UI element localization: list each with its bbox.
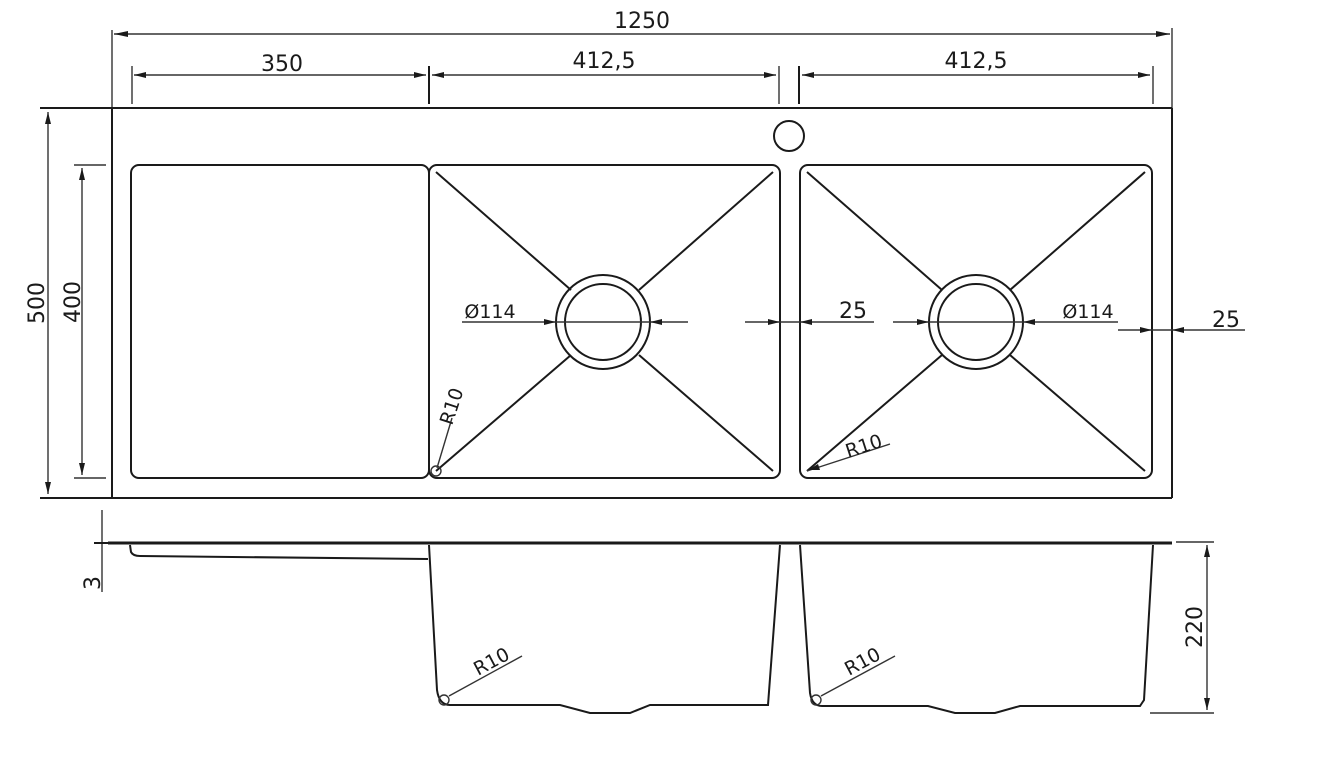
edge-margin-label: 25 <box>1212 308 1240 333</box>
bowl-gap-label: 25 <box>839 299 867 324</box>
top-view: Ø114 25 Ø114 25 R10 <box>40 107 1245 499</box>
right-drain-diameter-label: Ø114 <box>1062 301 1113 323</box>
left-bowl-width-dimension: 412,5 <box>432 49 780 104</box>
side-left-radius-label: R10 <box>470 643 513 680</box>
left-bowl-width-label: 412,5 <box>573 49 636 74</box>
drainboard-width-dimension: 350 <box>131 52 430 104</box>
overall-width-dimension: 1250 <box>111 9 1173 108</box>
drainboard <box>130 164 430 479</box>
bowl-depth-dimension: 400 <box>61 164 106 479</box>
right-bowl-width-label: 412,5 <box>945 49 1008 74</box>
side-right-corner-radius: R10 <box>820 643 896 697</box>
left-bowl-radius-label: R10 <box>436 385 468 427</box>
left-bowl-profile <box>428 544 781 714</box>
left-drain-diameter-dimension: Ø114 <box>462 301 688 325</box>
deck-thickness-dimension: 3 <box>81 510 110 592</box>
deck-thickness-label: 3 <box>81 576 106 590</box>
faucet-hole <box>773 120 805 152</box>
left-bowl-corner-radius: R10 <box>436 385 468 469</box>
right-bowl-width-dimension: 412,5 <box>798 49 1154 104</box>
side-view: 3 220 R10 R10 <box>81 510 1214 714</box>
bowl-height-label: 220 <box>1183 606 1208 648</box>
overall-depth-dimension: 500 <box>25 112 51 494</box>
right-drain-diameter-dimension: Ø114 <box>893 301 1118 325</box>
side-left-corner-radius: R10 <box>448 643 523 697</box>
bowl-depth-label: 400 <box>61 281 86 323</box>
drainboard-width-label: 350 <box>261 52 303 77</box>
side-right-radius-label: R10 <box>841 643 884 680</box>
bowl-height-dimension: 220 <box>1150 541 1214 714</box>
left-bowl <box>428 164 781 479</box>
right-bowl-profile <box>799 544 1154 714</box>
overall-depth-label: 500 <box>25 282 50 324</box>
bowl-gap-dimension: 25 <box>745 299 874 325</box>
overall-width-label: 1250 <box>614 9 670 34</box>
edge-margin-dimension: 25 <box>1118 308 1245 333</box>
left-drain-diameter-label: Ø114 <box>464 301 515 323</box>
